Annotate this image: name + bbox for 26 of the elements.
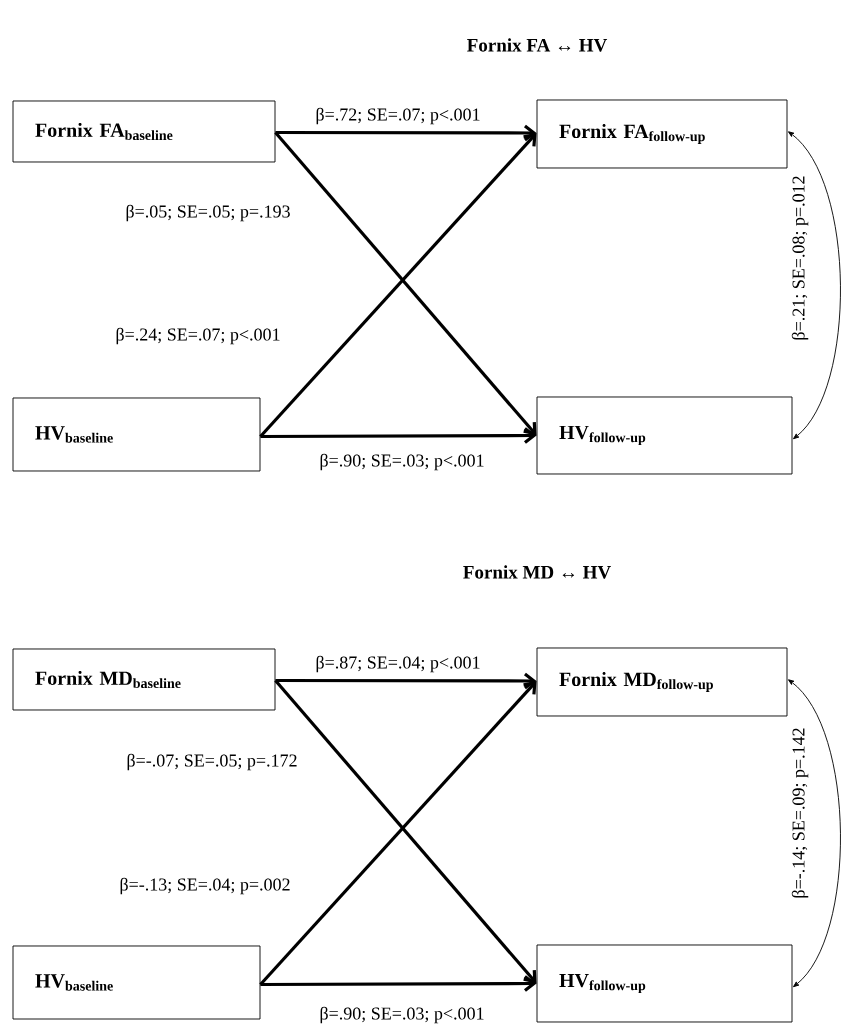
panel-title: Fornix MD ↔ HV xyxy=(463,565,611,579)
edge-label: β=.05; SE=.05; p=.193 xyxy=(124,203,292,223)
variable-box: Fornix MD$_{baseline}$ xyxy=(12,648,276,711)
variable-box: Fornix FA$_{follow-up}$ xyxy=(536,99,788,169)
edge-label: β=-.14; SE=.09; p=.142 xyxy=(790,726,810,900)
edge-label: β=.87; SE=.04; p<.001 xyxy=(314,654,482,674)
arrow xyxy=(275,672,537,690)
variable-box: HV$_{baseline}$ xyxy=(12,945,261,1020)
edge-label: β=-.07; SE=.05; p=.172 xyxy=(125,752,299,772)
curved-arrow xyxy=(788,131,841,440)
variable-box: HV$_{follow-up}$ xyxy=(536,396,793,475)
variable-box: HV$_{baseline}$ xyxy=(12,397,261,472)
edge-label: β=.90; SE=.03; p<.001 xyxy=(318,1005,486,1025)
curved-arrow xyxy=(788,679,841,988)
variable-box: HV$_{follow-up}$ xyxy=(536,944,793,1023)
panel-title: Fornix FA ↔ HV xyxy=(467,38,608,52)
arrow xyxy=(275,124,537,142)
edge-label: β=.24; SE=.07; p<.001 xyxy=(114,326,282,346)
edge-label: β=.90; SE=.03; p<.001 xyxy=(318,452,486,472)
edge-label: β=-.13; SE=.04; p=.002 xyxy=(118,876,292,896)
arrow xyxy=(260,975,537,992)
arrow xyxy=(260,427,537,444)
variable-box: Fornix FA$_{baseline}$ xyxy=(12,100,276,163)
edge-label: β=.21; SE=.08; p=.012 xyxy=(790,174,810,342)
variable-box: Fornix MD$_{follow-up}$ xyxy=(536,647,788,717)
edge-label: β=.72; SE=.07; p<.001 xyxy=(314,106,482,126)
